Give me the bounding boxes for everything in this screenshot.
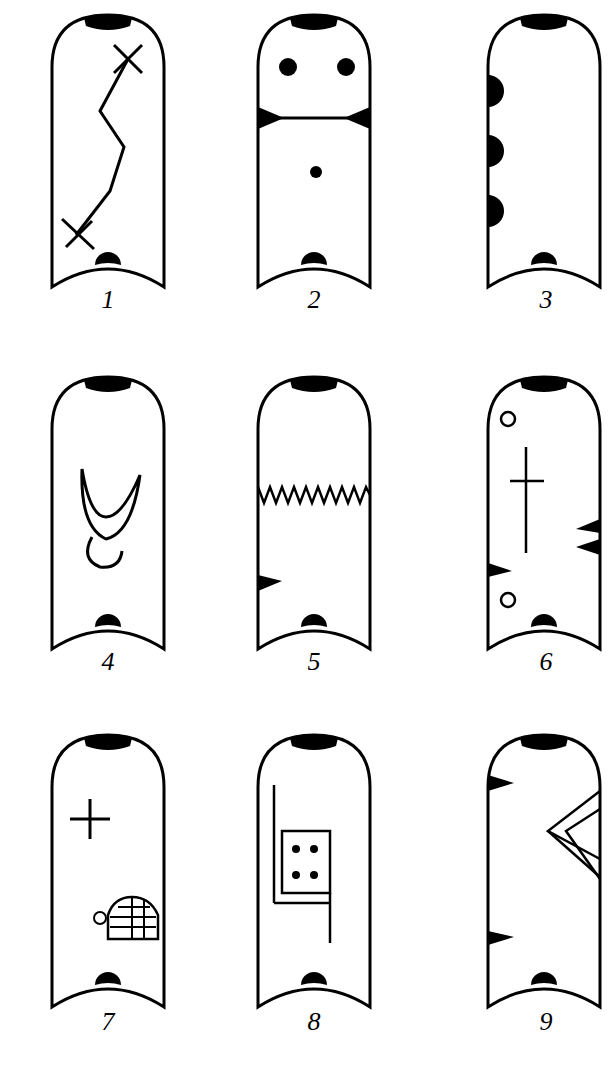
nail-5: [258, 377, 370, 650]
nail-8: [258, 735, 370, 1008]
figure-number: 4: [88, 648, 128, 676]
nail-1: [52, 15, 164, 288]
nail-3: [488, 15, 600, 288]
figure-number: 2: [294, 286, 334, 314]
nail-4: [52, 377, 164, 650]
figure-number: 8: [294, 1008, 334, 1036]
nail-6: [488, 377, 600, 650]
figure-number: 1: [88, 286, 128, 314]
figure-number: 3: [526, 286, 566, 314]
figure-number: 6: [526, 648, 566, 676]
figure-number: 9: [526, 1008, 566, 1036]
nail-2: [258, 15, 370, 288]
nail-7: [52, 735, 164, 1008]
figure-number: 5: [294, 648, 334, 676]
figure-number: 7: [88, 1008, 128, 1036]
nail-9: [488, 735, 600, 1008]
